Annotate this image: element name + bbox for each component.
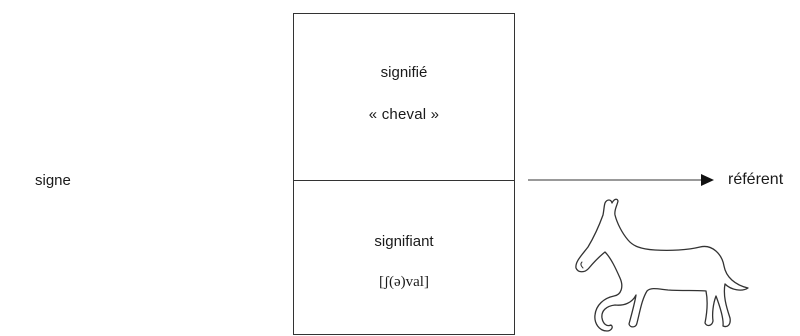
referent-label: référent [728,171,784,188]
signified-title: signifié [380,64,428,81]
box-divider [294,180,514,181]
sign-box: signifié « cheval » signifiant [ʃ(ə)val] [293,13,515,335]
horse-outline-icon [575,198,749,332]
referent-arrow [528,174,714,186]
signifier-example: [ʃ(ə)val] [379,274,429,290]
signified-example: « cheval » [368,106,440,123]
signifier-title: signifiant [374,233,434,250]
sign-label: signe [35,172,71,189]
